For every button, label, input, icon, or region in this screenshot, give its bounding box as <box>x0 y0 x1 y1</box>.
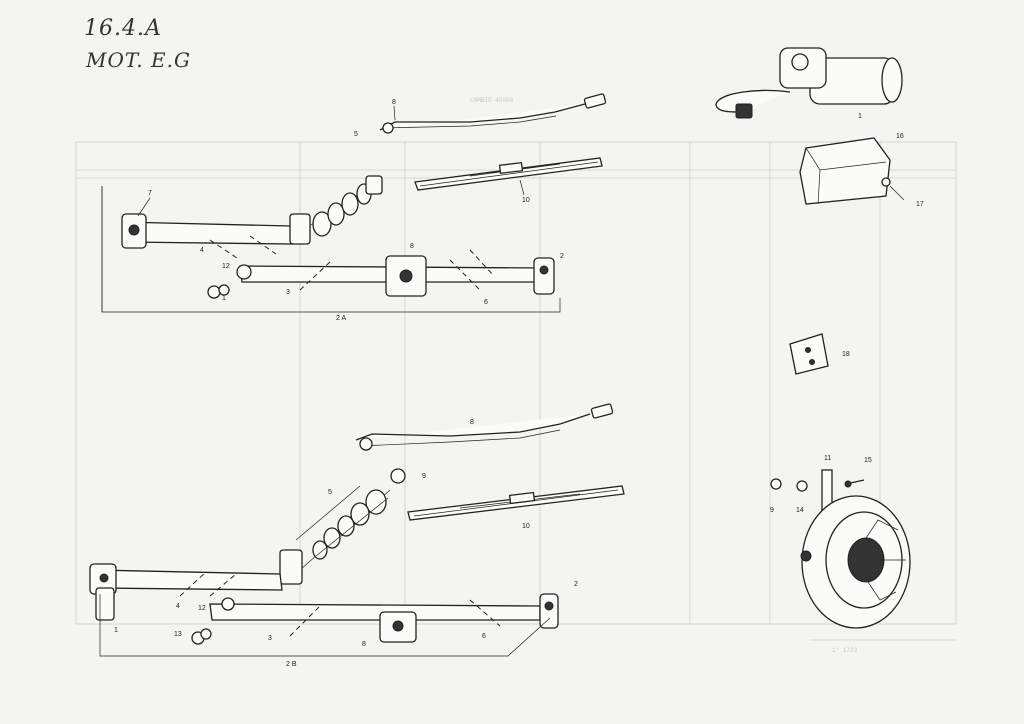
handwritten-reference: 16.4.A <box>84 16 162 41</box>
wiper-blade-top <box>414 157 603 191</box>
spindle-bushings-bottom <box>279 485 391 585</box>
wiper-motor: 1 <box>715 47 903 120</box>
motor-cover: 16 17 <box>799 133 924 208</box>
top-wiper-assembly: 8 5 10 2 A 7 4 <box>101 93 607 322</box>
callout-1-bottom: 1 <box>114 627 118 634</box>
link-rod-6-top <box>236 255 555 297</box>
callout-6-top: 6 <box>484 299 488 306</box>
callout-9-bottom: 9 <box>422 473 426 480</box>
callout-5-bottom: 5 <box>328 489 332 496</box>
callout-2-top: 2 <box>560 253 564 260</box>
callout-1-top: 1 <box>222 295 226 302</box>
horn-nut <box>770 478 782 490</box>
wiper-arm-top <box>379 93 607 134</box>
callout-10-bottom: 10 <box>522 523 530 530</box>
horn-washer <box>796 480 808 492</box>
callout-17: 17 <box>916 201 924 208</box>
callout-1-motor: 1 <box>858 113 862 120</box>
callout-4-bottom: 4 <box>176 603 180 610</box>
nut-9-bottom <box>390 468 406 484</box>
group-bracket-2b <box>99 594 551 657</box>
callout-18: 18 <box>842 351 850 358</box>
callout-2-bottom: 2 <box>574 581 578 588</box>
callout-10-top: 10 <box>522 197 530 204</box>
callout-12-top: 12 <box>222 263 230 270</box>
circlip-top <box>207 285 221 299</box>
callout-5-top: 5 <box>354 131 358 138</box>
callout-13-bottom: 13 <box>174 631 182 638</box>
callout-3-bottom: 3 <box>268 635 272 642</box>
wiper-arm-bottom <box>355 403 614 451</box>
link-rod-4-bottom <box>89 563 283 621</box>
callout-2a-group: 2 A <box>336 315 346 322</box>
bottom-wiper-assembly: 8 9 10 5 <box>89 403 625 668</box>
bleed-footer-text: 1° 1723 <box>832 647 858 654</box>
callout-16: 16 <box>896 133 904 140</box>
callout-14: 14 <box>796 507 804 514</box>
callout-8-top-pivot: 8 <box>410 243 414 250</box>
spindle-bushings-top <box>289 175 383 245</box>
callout-12-bottom: 12 <box>198 605 206 612</box>
bleed-through-table: CAMBIO 45000 1° 1723 <box>75 97 957 654</box>
callout-9-horn: 9 <box>770 507 774 514</box>
bleed-header-text: CAMBIO 45000 <box>470 97 514 104</box>
callout-6-bottom: 6 <box>482 633 486 640</box>
callout-8-top-arm: 8 <box>392 99 396 106</box>
callout-4-top: 4 <box>200 247 204 254</box>
mounting-bracket: 18 <box>789 333 850 375</box>
handwritten-engine-code: MOT. E.G <box>86 48 191 72</box>
callout-11: 11 <box>824 455 831 462</box>
callout-2b-group: 2 B <box>286 661 297 668</box>
callout-15: 15 <box>864 457 872 464</box>
link-rod-4-top <box>121 213 293 249</box>
callout-3-top: 3 <box>286 289 290 296</box>
callout-8-bottom-arm: 8 <box>470 419 474 426</box>
callout-7-top: 7 <box>148 190 152 197</box>
wiper-blade-bottom <box>407 485 625 521</box>
horn-assembly: 11 9 14 15 <box>770 455 911 629</box>
link-rod-6-bottom <box>209 593 559 643</box>
callout-8-bottom-pivot: 8 <box>362 641 366 648</box>
